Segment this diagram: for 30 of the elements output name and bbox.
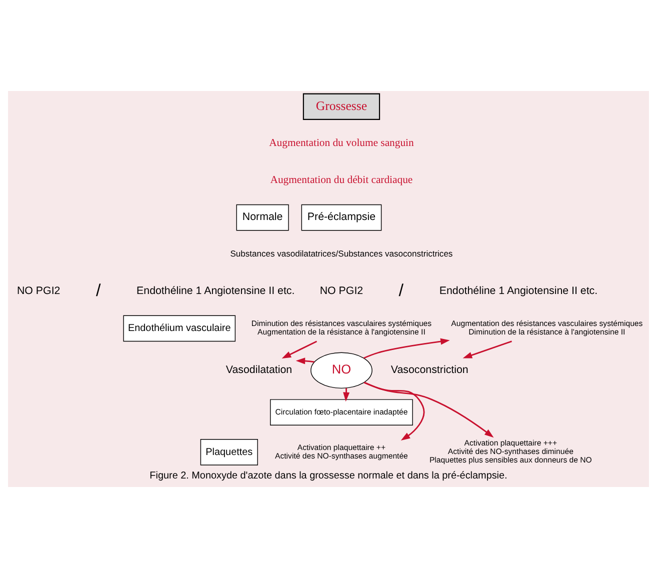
- node-text: Vasoconstriction: [390, 363, 468, 376]
- arrow: [462, 340, 512, 358]
- label: /: [96, 280, 101, 300]
- label: NO PGI2: [320, 284, 364, 296]
- caption: Figure 2. Monoxyde d'azote dans la grossesse normale et dans la pré-éclampsie.: [150, 470, 508, 482]
- label: Augmentation du volume sanguin: [269, 138, 414, 149]
- label: NO PGI2: [16, 284, 60, 296]
- node-box: Circulation fœto-placentaire inadaptée: [270, 398, 413, 425]
- arrow: [296, 357, 314, 364]
- arrow: [364, 381, 425, 440]
- node-text: Activation plaquettaire +++ Activité des NO-synthases diminuée Plaquettes plus sensibles aux donneurs de NO: [429, 438, 592, 464]
- label: Augmentation du débit cardiaque: [270, 174, 413, 186]
- node-ellipse: NO: [310, 352, 372, 388]
- node-text: Vasodilatation: [226, 363, 292, 376]
- node-box: Plaquettes: [200, 438, 258, 465]
- arrow: [282, 340, 318, 358]
- label: Endothéline 1 Angiotensine II etc.: [439, 284, 598, 296]
- label: /: [398, 280, 404, 300]
- label: Endothéline 1 Angiotensine II etc.: [136, 284, 295, 296]
- label: Substances vasodilatatrices/Substances vasoconstrictrices: [230, 248, 453, 258]
- node-text: Diminution des résistances vasculaires systémiques Augmentation de la résistance à l'angiotensine II: [251, 318, 432, 336]
- node-box: Grossesse: [302, 92, 380, 120]
- node-text: Augmentation des résistances vasculaires systémiques Diminution de la résistance à l'angiotensine II: [451, 318, 643, 336]
- arrow: [363, 338, 450, 358]
- node-box: Pré-éclampsie: [301, 204, 382, 230]
- node-box: Normale: [236, 204, 289, 230]
- arrow: [343, 388, 350, 402]
- node-text: Activation plaquettaire ++ Activité des NO-synthases augmentée: [275, 442, 408, 460]
- node-box: Endothélium vasculaire: [123, 314, 236, 342]
- arrow: [364, 381, 494, 438]
